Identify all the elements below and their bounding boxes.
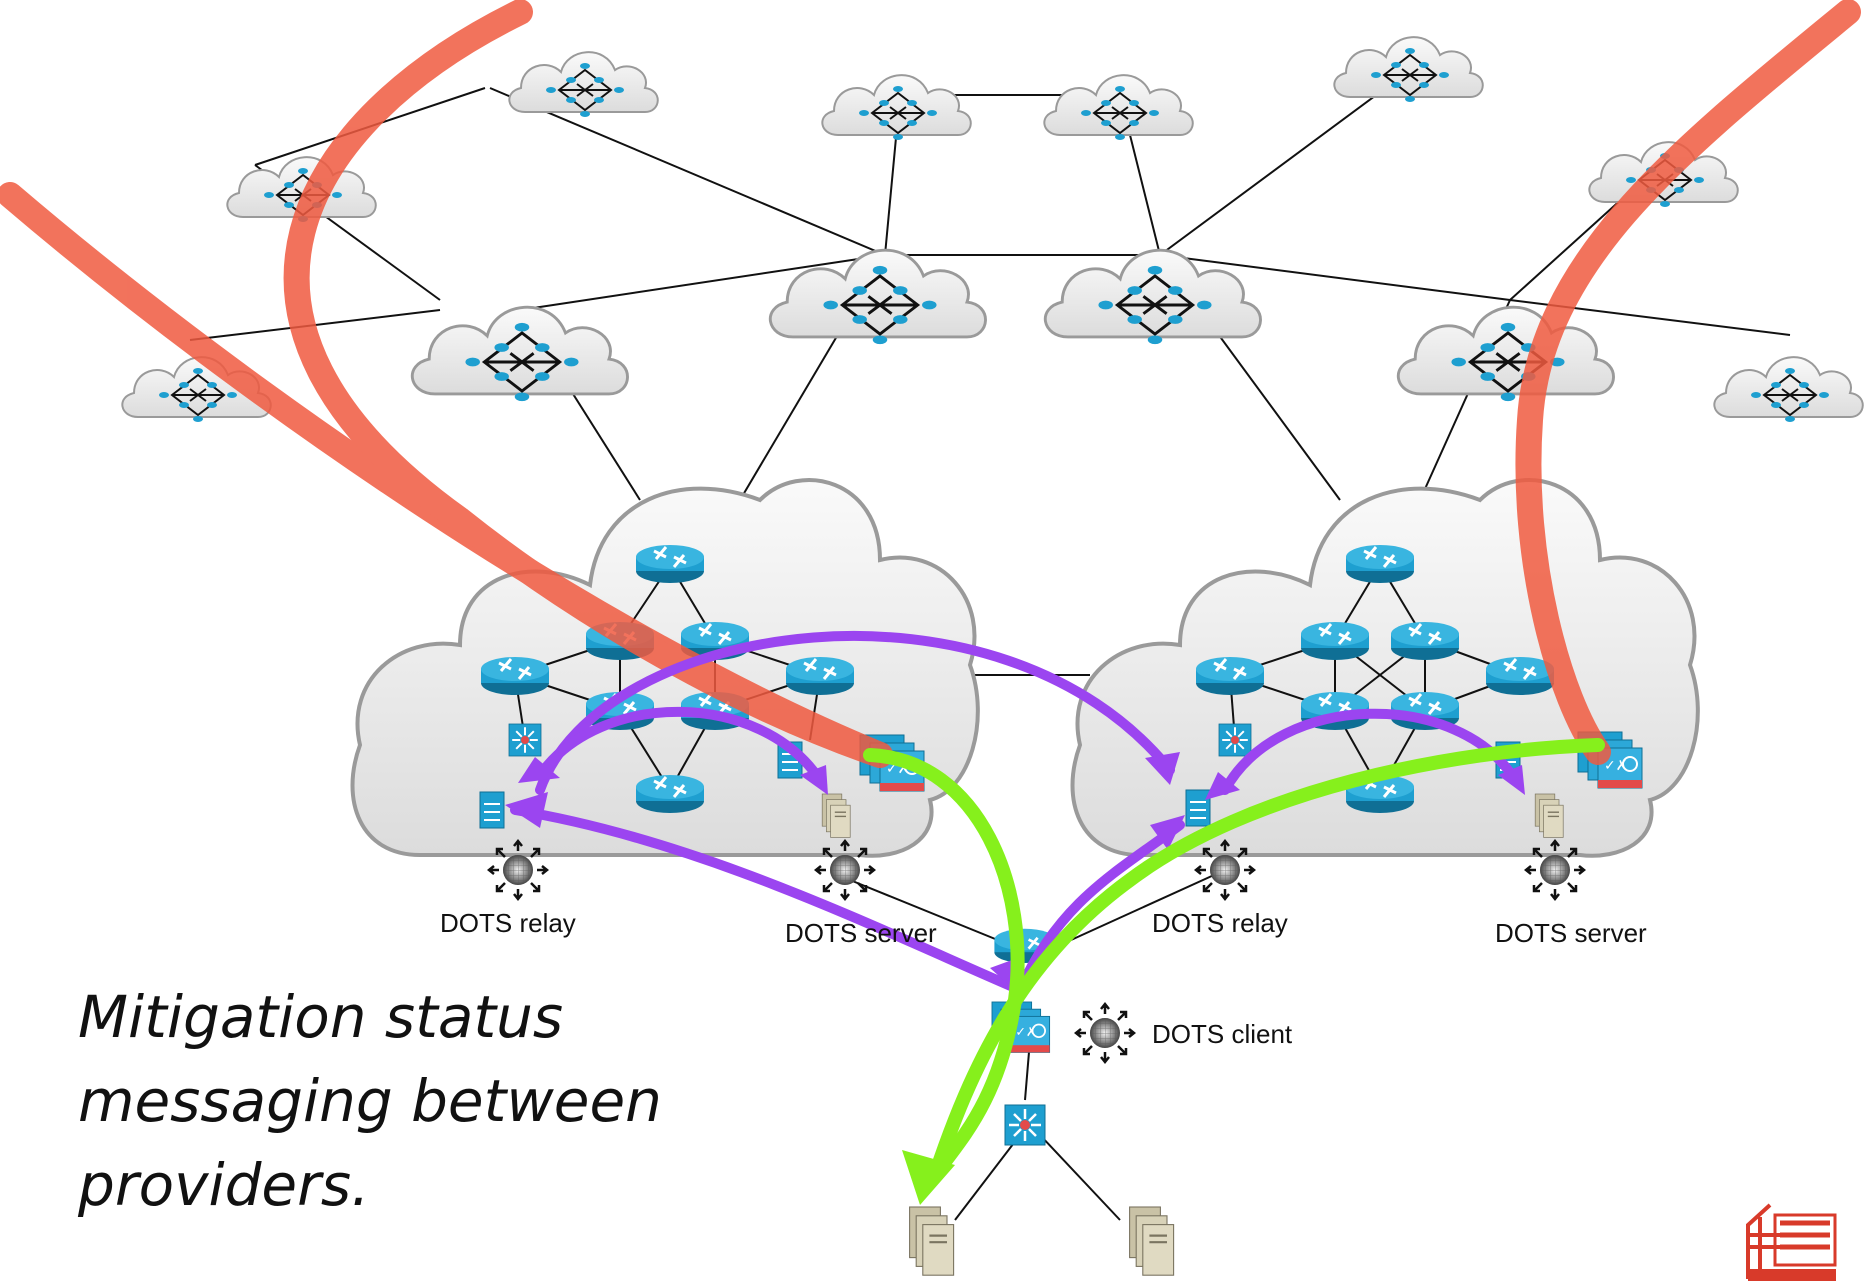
dots-signal-flow xyxy=(1015,820,1185,995)
backbone-cloud xyxy=(821,74,972,141)
dots-signal-flow xyxy=(535,631,1175,795)
mitigation-flow xyxy=(928,738,1605,1182)
backbone-cloud xyxy=(508,51,659,118)
mitigation-flow xyxy=(863,748,1025,1182)
dots-relay-left-icon xyxy=(487,839,549,901)
backbone-cloud xyxy=(1043,74,1194,141)
arrowhead xyxy=(902,1150,955,1205)
dots-signal-flow xyxy=(535,706,825,785)
dots-client-icon xyxy=(1074,1002,1136,1064)
layer3-switch-icon xyxy=(1217,722,1253,758)
router-icon xyxy=(1299,620,1371,662)
mitigation-status-arrows xyxy=(863,738,1605,1182)
dots-signal-flow xyxy=(510,805,1025,995)
dots-relay-left-label: DOTS relay xyxy=(440,908,576,938)
backbone-cloud xyxy=(1396,305,1615,403)
attack-flow xyxy=(1515,0,1861,765)
dots-client-label: DOTS client xyxy=(1152,1019,1293,1049)
router-icon xyxy=(479,655,551,697)
layer3-switch-icon xyxy=(507,722,543,758)
server-icon xyxy=(1534,793,1564,839)
router-icon xyxy=(1484,655,1556,697)
caption: Mitigation status messaging between prov… xyxy=(78,975,798,1227)
server-icon xyxy=(908,1205,955,1277)
backbone-cloud xyxy=(1713,356,1864,423)
arrowhead xyxy=(518,757,560,783)
caption-line-1: Mitigation status xyxy=(78,983,564,1051)
caption-line-3: providers. xyxy=(78,1151,370,1219)
attack-traffic xyxy=(0,0,1861,768)
dots-server-right-icon xyxy=(1524,839,1586,901)
arrowhead xyxy=(1205,772,1240,800)
dots-server-left-icon xyxy=(814,839,876,901)
arrowhead xyxy=(505,792,548,828)
firewall-icon xyxy=(1185,789,1211,827)
router-icon xyxy=(1344,543,1416,585)
server-icon xyxy=(1128,1205,1175,1277)
dots-relay-right-label: DOTS relay xyxy=(1152,908,1288,938)
ietf-yokohama-logo-icon xyxy=(1740,1195,1840,1283)
router-icon xyxy=(1389,620,1461,662)
router-icon xyxy=(1194,655,1266,697)
router-icon xyxy=(784,655,856,697)
dots-signal-arrowheads xyxy=(505,752,1525,995)
arrowhead xyxy=(1498,765,1525,795)
backbone-cloud xyxy=(410,305,629,403)
server-icon xyxy=(821,793,851,839)
dots-server-right-label: DOTS server xyxy=(1495,918,1647,948)
firewall-icon xyxy=(479,791,505,829)
mitigation-status-arrowheads xyxy=(902,1150,955,1205)
router-icon xyxy=(634,543,706,585)
dots-server-left-label: DOTS server xyxy=(785,918,937,948)
backbone-cloud xyxy=(768,248,987,346)
customer-links xyxy=(849,869,1226,1221)
arrowhead xyxy=(800,765,828,795)
caption-line-2: messaging between xyxy=(78,1067,662,1135)
dots-relay-right-icon xyxy=(1194,839,1256,901)
arrowhead xyxy=(1145,752,1180,785)
backbone-cloud xyxy=(1333,36,1484,103)
attack-flow xyxy=(283,0,893,768)
router-icon xyxy=(634,773,706,815)
layer3-switch-icon xyxy=(1003,1103,1047,1147)
arrowhead xyxy=(1150,815,1185,850)
